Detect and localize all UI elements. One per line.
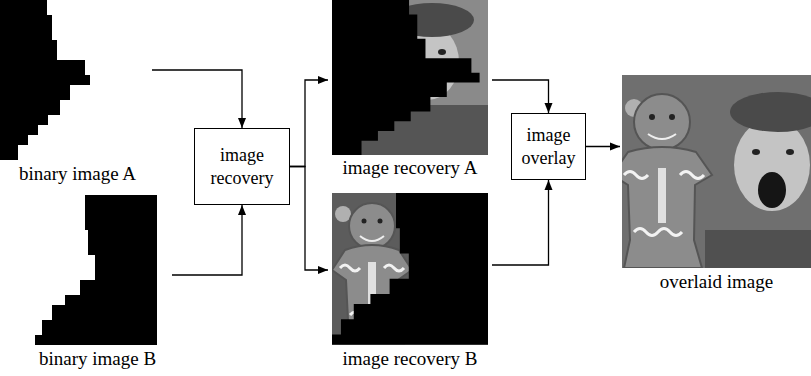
illustration-part: [634, 94, 690, 150]
image-panel: image recovery B: [328, 192, 492, 370]
illustration-part: [622, 147, 712, 268]
flow-arrow: [290, 80, 328, 167]
flow-arrow: [586, 146, 620, 147]
flow-arrow: [172, 205, 242, 275]
process-box: image recovery: [194, 128, 290, 205]
flow-arrow: [492, 180, 549, 265]
illustration-part: [378, 219, 383, 224]
recovered-photo-a: [332, 0, 488, 155]
illustration-part: [734, 119, 810, 211]
illustration-part: [360, 236, 384, 241]
image-panel: image recovery A: [328, 0, 492, 179]
illustration-part: [0, 0, 95, 162]
binary-mask-a: [0, 0, 95, 162]
illustration-part: [362, 219, 367, 224]
illustration-part: [35, 195, 157, 345]
image-caption: binary image B: [23, 348, 172, 370]
illustration-part: [332, 193, 488, 345]
flow-arrow: [492, 80, 549, 113]
illustration-part: [35, 195, 157, 345]
illustration-part: [730, 92, 811, 132]
illustration-part: [349, 203, 395, 249]
flow-arrow: [290, 167, 328, 271]
binary-mask-b: [35, 195, 157, 345]
recovered-photo-b: [332, 193, 488, 345]
illustration-part: [332, 0, 488, 155]
illustration-part: [758, 172, 786, 208]
illustration-part: [332, 193, 488, 345]
flow-arrow: [152, 70, 242, 128]
image-panel: overlaid image: [620, 75, 811, 293]
illustration-part: [669, 114, 675, 120]
box-label: image recovery: [199, 144, 285, 189]
image-caption: image recovery A: [328, 157, 492, 179]
image-caption: image recovery B: [328, 348, 492, 370]
box-label: image overlay: [516, 124, 581, 169]
image-caption: overlaid image: [620, 271, 811, 293]
image-panel: binary image B: [23, 193, 172, 370]
process-box: image overlay: [511, 113, 586, 180]
illustration-part: [658, 168, 666, 223]
illustration-part: [786, 149, 794, 155]
overlaid-photo: [622, 75, 811, 268]
illustration-part: [752, 149, 760, 155]
image-panel: binary image A: [3, 0, 152, 185]
illustration-part: [705, 230, 811, 268]
illustration-part: [0, 0, 90, 160]
illustration-part: [649, 114, 655, 120]
illustration-part: [648, 134, 676, 139]
image-caption: binary image A: [3, 163, 152, 185]
illustration-part: [438, 49, 446, 55]
illustration-part: [332, 0, 480, 155]
illustration-part: [335, 206, 351, 222]
